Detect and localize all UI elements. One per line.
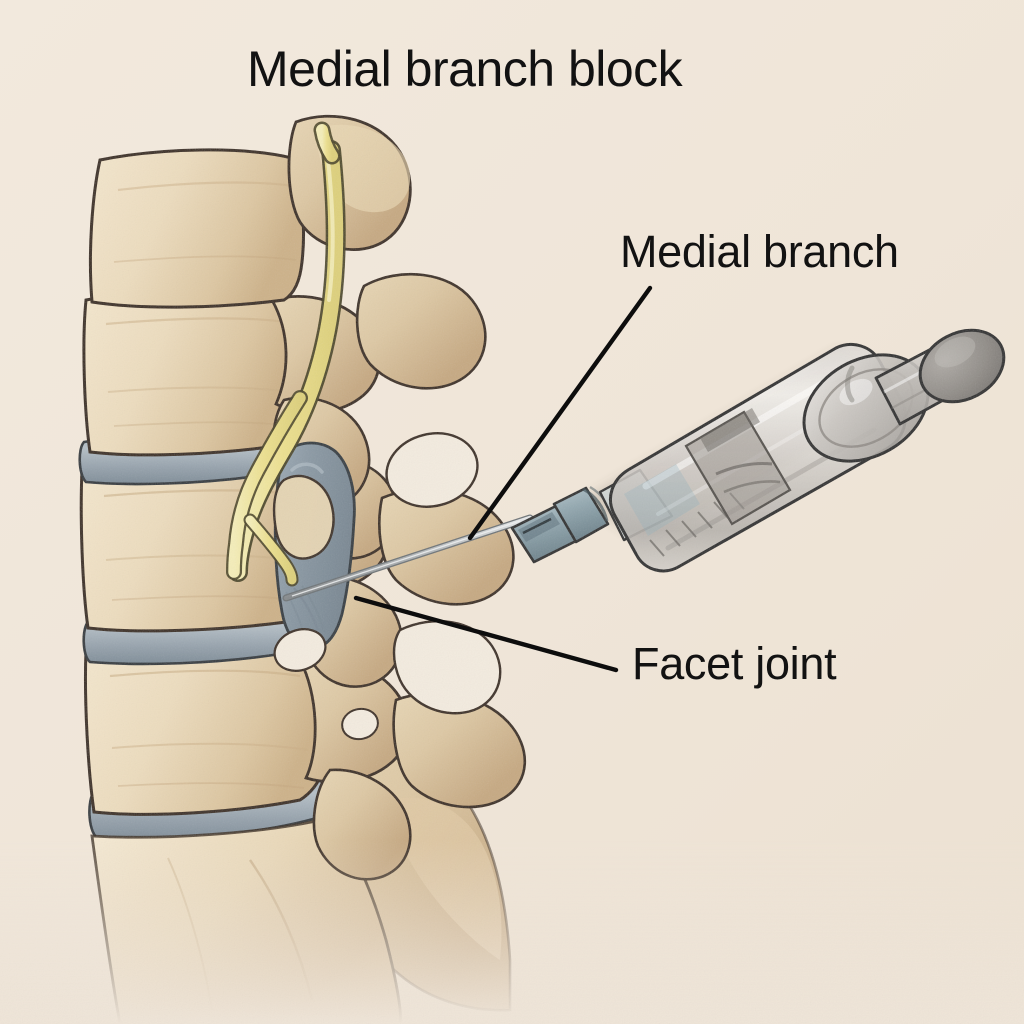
facet-articular-pillar-nub	[272, 474, 335, 560]
facet-joint	[272, 441, 356, 650]
leader-lines	[353, 285, 653, 673]
medial-branch-nerve	[226, 121, 346, 587]
leader-line-medial-branch	[467, 285, 653, 541]
needle-hub	[510, 485, 615, 564]
neural-foramina	[273, 432, 502, 741]
vertebra-1-spinous-process	[355, 272, 487, 390]
syringe	[282, 328, 1006, 602]
plunger-stopper	[684, 408, 792, 526]
label-facet-joint: Facet joint	[632, 638, 837, 689]
label-medial-branch: Medial branch	[620, 226, 899, 277]
page-title: Medial branch block	[247, 41, 683, 97]
leader-line-facet-joint	[353, 595, 619, 673]
syringe-thumb-rest	[918, 328, 1006, 404]
bottom-fade	[0, 840, 1024, 1024]
